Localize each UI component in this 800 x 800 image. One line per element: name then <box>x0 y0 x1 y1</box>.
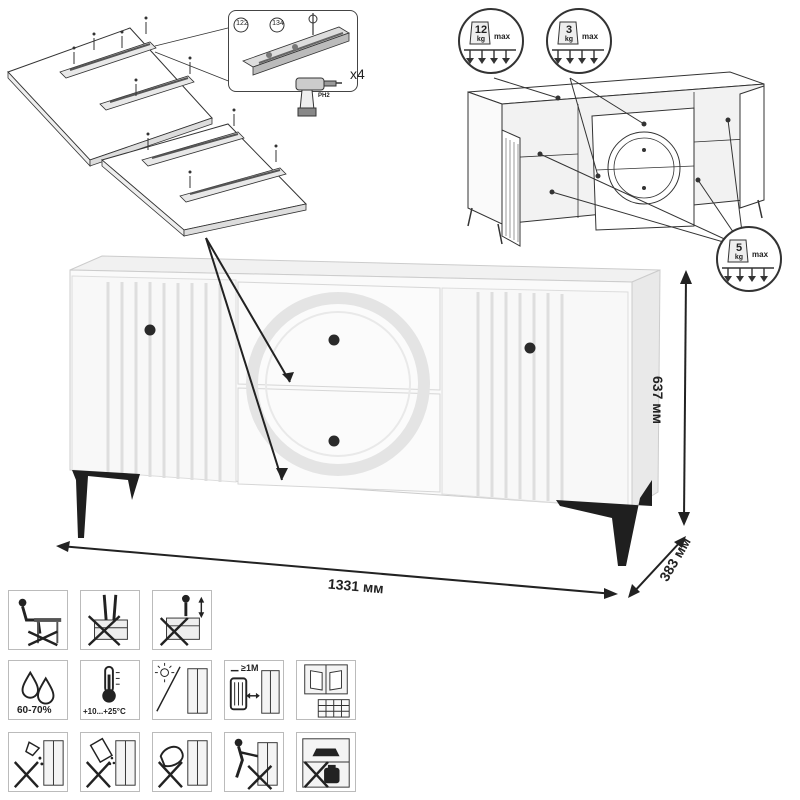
no-standing-icon <box>80 590 140 650</box>
load-shelf-label: max <box>752 250 769 259</box>
no-climbing-icon <box>152 590 212 650</box>
heat-distance-icon: ≥1M <box>224 660 284 720</box>
no-heavy-items-icon <box>296 732 356 792</box>
part-number-a: 122 <box>236 20 248 27</box>
no-abrasive-cleaning-icon <box>152 732 212 792</box>
quantity-multiplier: x4 <box>350 66 365 82</box>
load-top-value: 12 <box>474 24 488 36</box>
humidity-range: 60-70% <box>17 705 52 716</box>
load-shelf-value: 5 <box>735 242 743 254</box>
load-capacity-diagram <box>467 71 765 248</box>
load-top-label: max <box>494 32 511 41</box>
rail-detail-callout: 122 134 <box>228 10 358 92</box>
right-door <box>441 287 629 509</box>
legs <box>72 470 652 566</box>
load-drawer-label: max <box>582 32 599 41</box>
load-shelf-unit: kg <box>734 254 744 261</box>
sideboard-main-view <box>56 237 692 599</box>
no-pushing-icon <box>224 732 284 792</box>
load-drawer-value: 3 <box>565 24 573 36</box>
no-chemicals-icon <box>80 732 140 792</box>
ventilation-icon <box>296 660 356 720</box>
load-top-unit: kg <box>476 36 486 43</box>
screwdriver-bit-label: PH2 <box>318 93 330 99</box>
height-dimension: 637 мм <box>650 376 666 424</box>
load-badge-top: 12 kg max <box>458 8 524 74</box>
drawer-bottom-panel-lower <box>100 108 307 237</box>
load-badge-shelf: 5 kg max <box>716 226 782 292</box>
left-door <box>71 275 237 483</box>
right-door-knob <box>524 342 536 354</box>
drawer-assembly-diagram <box>7 16 307 237</box>
temperature-range: +10...+25°C <box>83 707 126 716</box>
no-sitting-icon <box>8 590 68 650</box>
left-door-knob <box>144 324 156 336</box>
bottom-drawer-knob <box>328 435 340 447</box>
heat-distance-value: ≥1M <box>241 663 259 673</box>
top-drawer-knob <box>328 334 340 346</box>
humidity-icon: 60-70% <box>8 660 68 720</box>
drill-icon <box>295 77 342 117</box>
load-drawer-unit: kg <box>564 36 574 43</box>
drawer-stack <box>237 281 441 493</box>
part-number-b: 134 <box>272 20 284 27</box>
temperature-icon: +10...+25°C <box>80 660 140 720</box>
drawer-bottom-panel-upper <box>7 16 213 168</box>
load-badge-drawer: 3 kg max <box>546 8 612 74</box>
no-liquids-icon <box>8 732 68 792</box>
avoid-sunlight-icon <box>152 660 212 720</box>
